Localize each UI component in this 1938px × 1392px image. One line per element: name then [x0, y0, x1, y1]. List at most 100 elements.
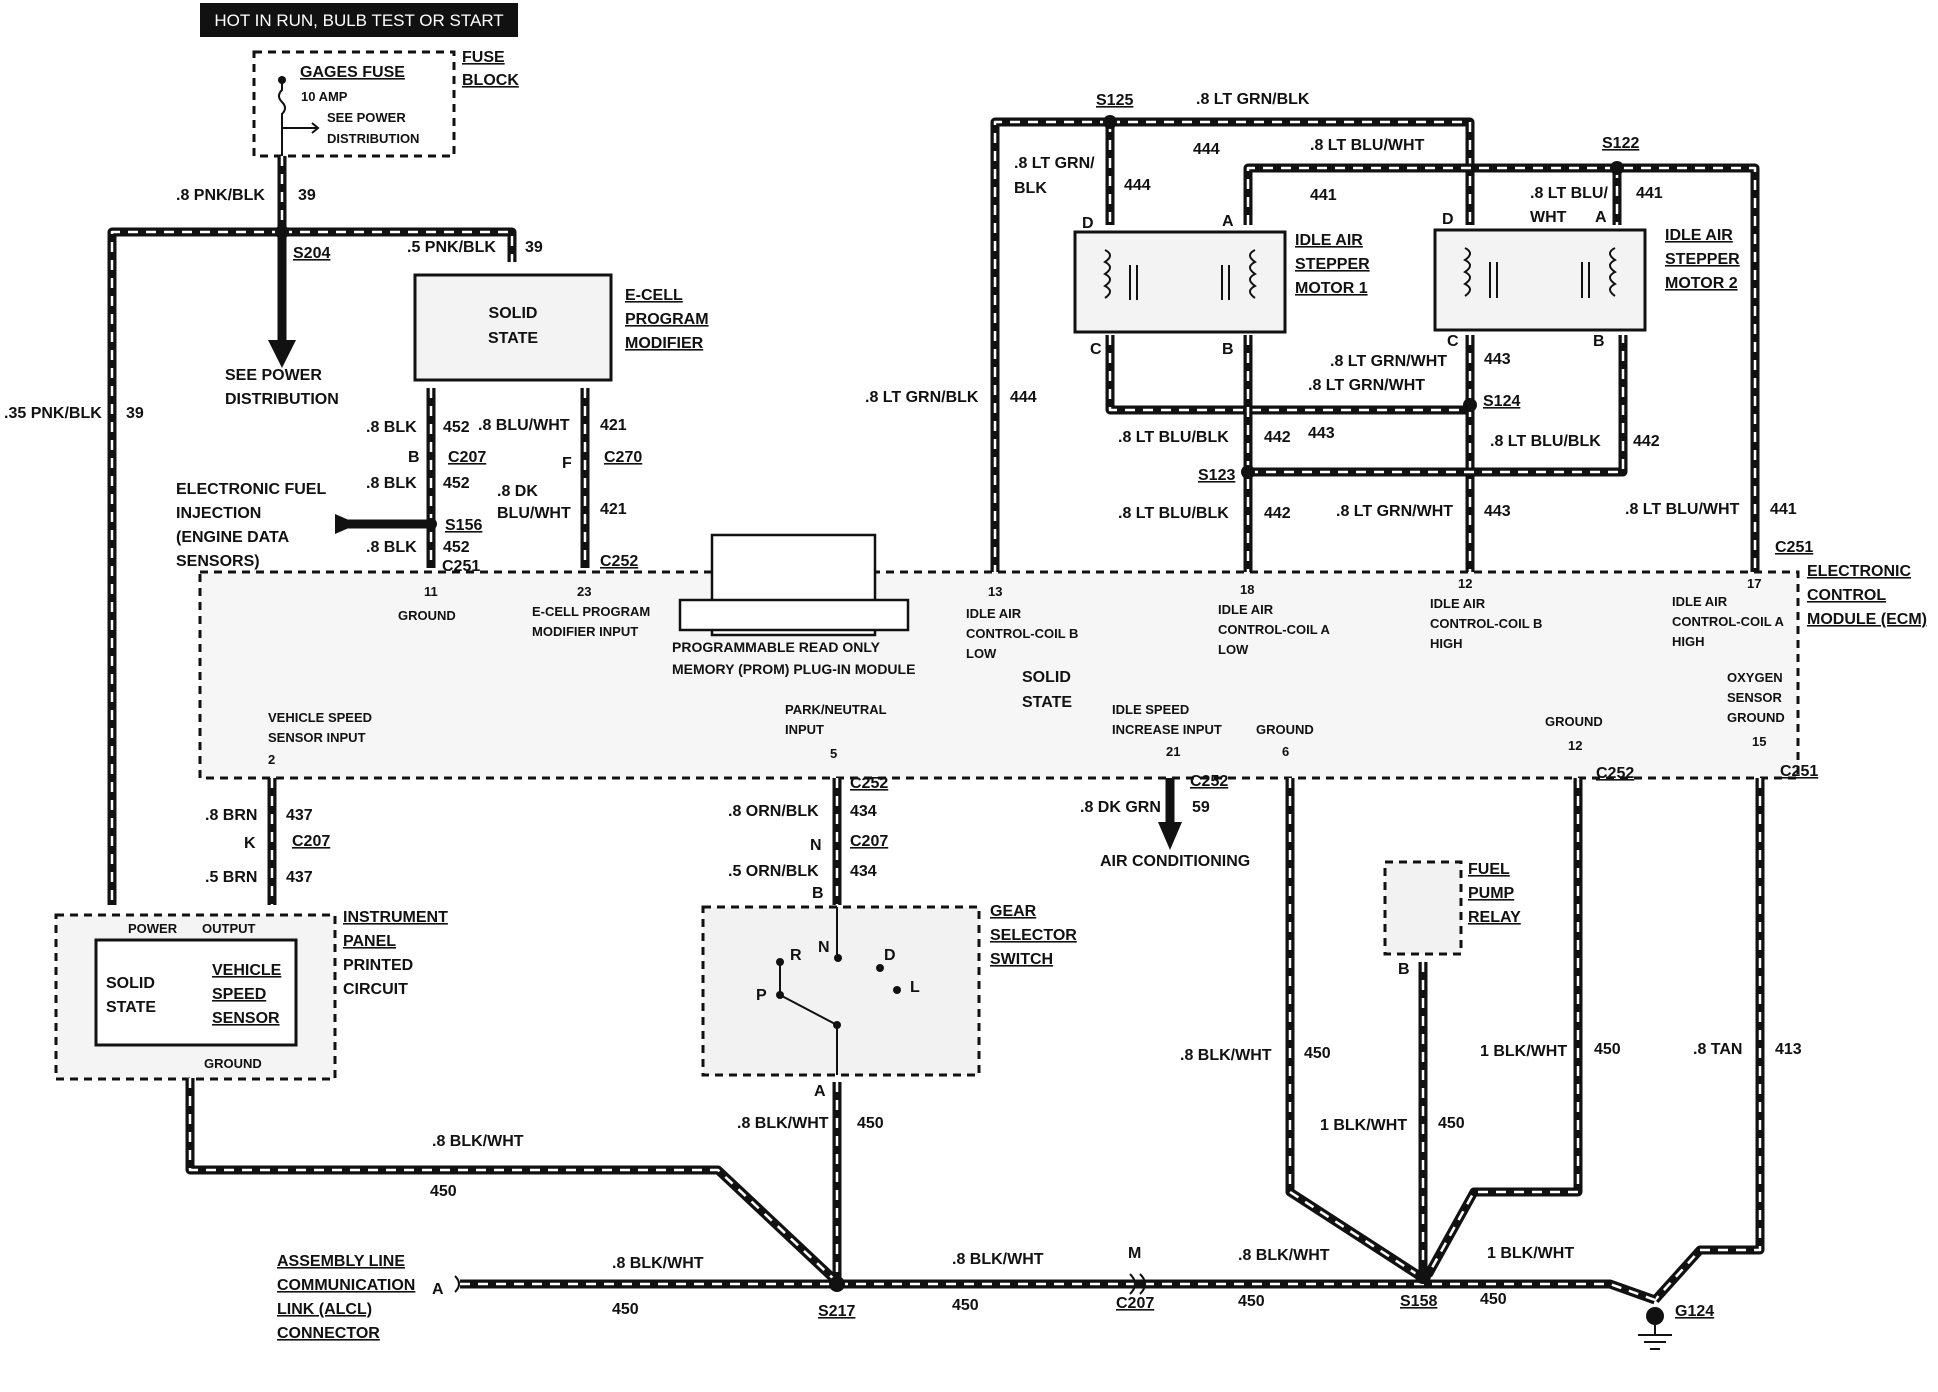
gear-conn-n: N: [810, 837, 822, 854]
ground-wires: [1285, 778, 1765, 1304]
bus-conn-m: M: [1128, 1245, 1141, 1262]
iac-circuit-442b: 442: [1633, 433, 1660, 450]
gear-contact-l: [893, 986, 901, 994]
gear-conn-c252: C252: [850, 775, 888, 792]
fuse-note-arrow: [282, 122, 320, 134]
ecm-pin-18-l2: CONTROL-COIL A: [1218, 622, 1331, 637]
power-wire-top: .8 PNK/BLK: [176, 187, 265, 204]
bus-circuit-g124: 450: [1480, 1291, 1507, 1308]
motor-2-name-1: IDLE AIR: [1665, 227, 1733, 244]
ecm-name-1: ELECTRONIC: [1807, 563, 1911, 580]
gear-name-2: SELECTOR: [990, 927, 1077, 944]
gear-wire-3: .8 BLK/WHT: [737, 1115, 829, 1132]
splice-s204: [275, 225, 289, 239]
ipc-name-2: PANEL: [343, 933, 396, 950]
ecm-pin-18: 18: [1240, 582, 1254, 597]
ecell-name-1: E-CELL: [625, 287, 683, 304]
ecm-pin-23-l1: E-CELL PROGRAM: [532, 604, 650, 619]
ecm-pin-23-l2: MODIFIER INPUT: [532, 624, 638, 639]
fuse-block: [252, 50, 456, 158]
gear-pos-l: L: [910, 979, 920, 996]
ecell-conn-c252: C252: [600, 553, 638, 570]
gear-conn-c207: C207: [850, 833, 888, 850]
relay-name-1: FUEL: [1468, 861, 1510, 878]
bus-wire-alcl: .8 BLK/WHT: [612, 1255, 704, 1272]
splice-s217: [829, 1276, 845, 1292]
splice-s158-label: S158: [1400, 1293, 1437, 1310]
ecm-pin-17-l1: IDLE AIR: [1672, 594, 1728, 609]
motor-1-pin-a: A: [1222, 213, 1234, 230]
ecm-pin-12a: 12: [1458, 576, 1472, 591]
gear-wire-2: .5 ORN/BLK: [728, 863, 819, 880]
ecell-wire-4a: .8 DK: [497, 483, 538, 500]
ecm-pin-2: 2: [268, 752, 275, 767]
splice-s204-label: S204: [293, 245, 330, 262]
ecell-wire-3: .8 BLK: [366, 475, 417, 492]
bus-conn-c207: C207: [1116, 1295, 1154, 1312]
fuse-name: GAGES FUSE: [300, 64, 405, 81]
ecm-pin-15: 15: [1752, 734, 1766, 749]
see-power-2: DISTRIBUTION: [225, 391, 339, 408]
alcl-label-3: LINK (ALCL): [277, 1301, 372, 1318]
prom-label-1: PROGRAMMABLE READ ONLY: [672, 639, 881, 655]
gear-contact-d: [876, 964, 884, 972]
ground-wire-12: 1 BLK/WHT: [1480, 1043, 1567, 1060]
ipc-name-3: PRINTED: [343, 957, 413, 974]
vss-wire-2: .5 BRN: [205, 869, 257, 886]
bus-circuit-mid: 450: [952, 1297, 979, 1314]
motor-2-name-3: MOTOR 2: [1665, 275, 1738, 292]
splice-s122: [1610, 161, 1624, 175]
power-circuit-left: 39: [126, 405, 144, 422]
iac-circuit-444b: 444: [1124, 177, 1151, 194]
power-wires: [107, 156, 517, 905]
iac-wire-grn-wht-2: .8 LT GRN/WHT: [1308, 377, 1425, 394]
ecm-pin-11: 11: [424, 584, 438, 599]
motor-2-pin-c: C: [1447, 333, 1459, 350]
bus-wire-mid: .8 BLK/WHT: [952, 1251, 1044, 1268]
gear-pos-n: N: [818, 939, 830, 956]
motor-2-pin-b: B: [1593, 333, 1605, 350]
ecell-circuit-2: 421: [600, 417, 627, 434]
ecm-pin-17-l3: HIGH: [1672, 634, 1705, 649]
gear-circuit-1: 434: [850, 803, 877, 820]
ipc-solid-1: SOLID: [106, 975, 155, 992]
splice-s156: [425, 518, 437, 530]
bus-wire-g124: 1 BLK/WHT: [1487, 1245, 1574, 1262]
gear-selector-switch: [701, 905, 981, 1077]
vss-wire-1: .8 BRN: [205, 807, 257, 824]
ecm-pin-23: 23: [577, 584, 591, 599]
fuse-terminal: [278, 76, 286, 84]
ac-circuit: 59: [1192, 799, 1210, 816]
splice-s217-label: S217: [818, 1303, 855, 1320]
ecm-pin-2-l1: VEHICLE SPEED: [268, 710, 372, 725]
iac-circuit-442a: 442: [1264, 429, 1291, 446]
gear-name-3: SWITCH: [990, 951, 1053, 968]
power-circuit-top: 39: [298, 187, 316, 204]
bus-wire-s158: .8 BLK/WHT: [1238, 1247, 1330, 1264]
ipc-solid-2: STATE: [106, 999, 156, 1016]
motor-1-name-2: STEPPER: [1295, 256, 1370, 273]
gear-pos-r: R: [790, 947, 802, 964]
ecm-pin-12b-l1: GROUND: [1545, 714, 1603, 729]
relay-pin-b: B: [1398, 961, 1410, 978]
iac-wire-ltgrn-blk-1: .8 LT GRN/: [1014, 155, 1095, 172]
iac-circuit-443c: 443: [1484, 503, 1511, 520]
iac-wire-ltblu-2: WHT: [1530, 209, 1567, 226]
power-circuit-ecell: 39: [525, 239, 543, 256]
vss-circuit-1: 437: [286, 807, 313, 824]
ecm-pin-21-l1: IDLE SPEED: [1112, 702, 1189, 717]
fuse-block-label-2: BLOCK: [462, 72, 519, 89]
gear-circuit-2: 434: [850, 863, 877, 880]
ac-wire-label: .8 DK GRN: [1080, 799, 1161, 816]
iac-circuit-442c: 442: [1264, 505, 1291, 522]
alcl-label-2: COMMUNICATION: [277, 1277, 415, 1294]
prom-base: [678, 598, 910, 632]
gear-pin-a: A: [814, 1083, 826, 1100]
ecm-pin-18-l1: IDLE AIR: [1218, 602, 1274, 617]
splice-s124-label: S124: [1483, 393, 1520, 410]
iac-wire-grn-wht-1: .8 LT GRN/WHT: [1330, 353, 1447, 370]
gear-circuit-3: 450: [857, 1115, 884, 1132]
ecm-pin-21: 21: [1166, 744, 1180, 759]
ecm-pin-17: 17: [1747, 576, 1761, 591]
vss-circuit-2: 437: [286, 869, 313, 886]
